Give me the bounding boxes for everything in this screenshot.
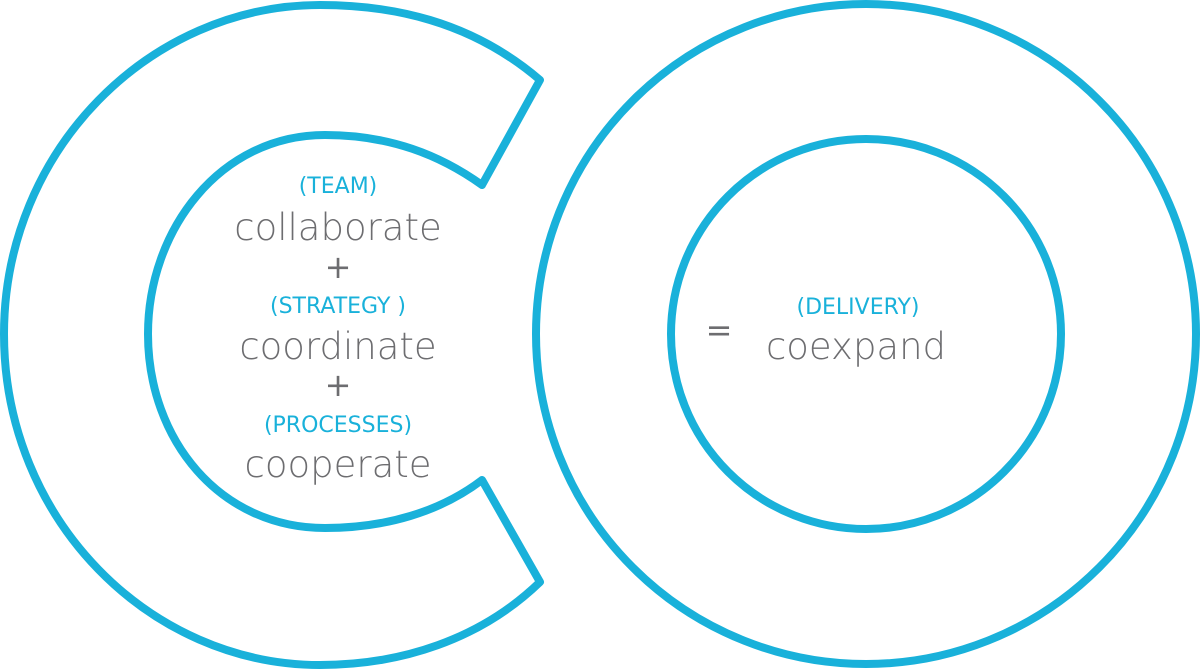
plus-sign-1: +: [325, 248, 352, 286]
strategy-label: (STRATEGY ): [270, 294, 406, 319]
collaborate-label: collaborate: [234, 206, 442, 249]
letter-o-outer-ring: [532, 0, 1200, 668]
coordinate-label: coordinate: [239, 325, 436, 368]
plus-sign-2: +: [325, 366, 352, 404]
letter-o-inner-ring: [667, 135, 1065, 533]
delivery-label: (DELIVERY): [796, 295, 919, 320]
letter-c-outline: [0, 1, 544, 669]
processes-label: (PROCESSES): [264, 413, 412, 438]
team-label: (TEAM): [299, 174, 378, 199]
equals-sign: =: [706, 311, 733, 349]
cooperate-label: cooperate: [244, 443, 431, 486]
coexpand-label: coexpand: [766, 325, 946, 368]
